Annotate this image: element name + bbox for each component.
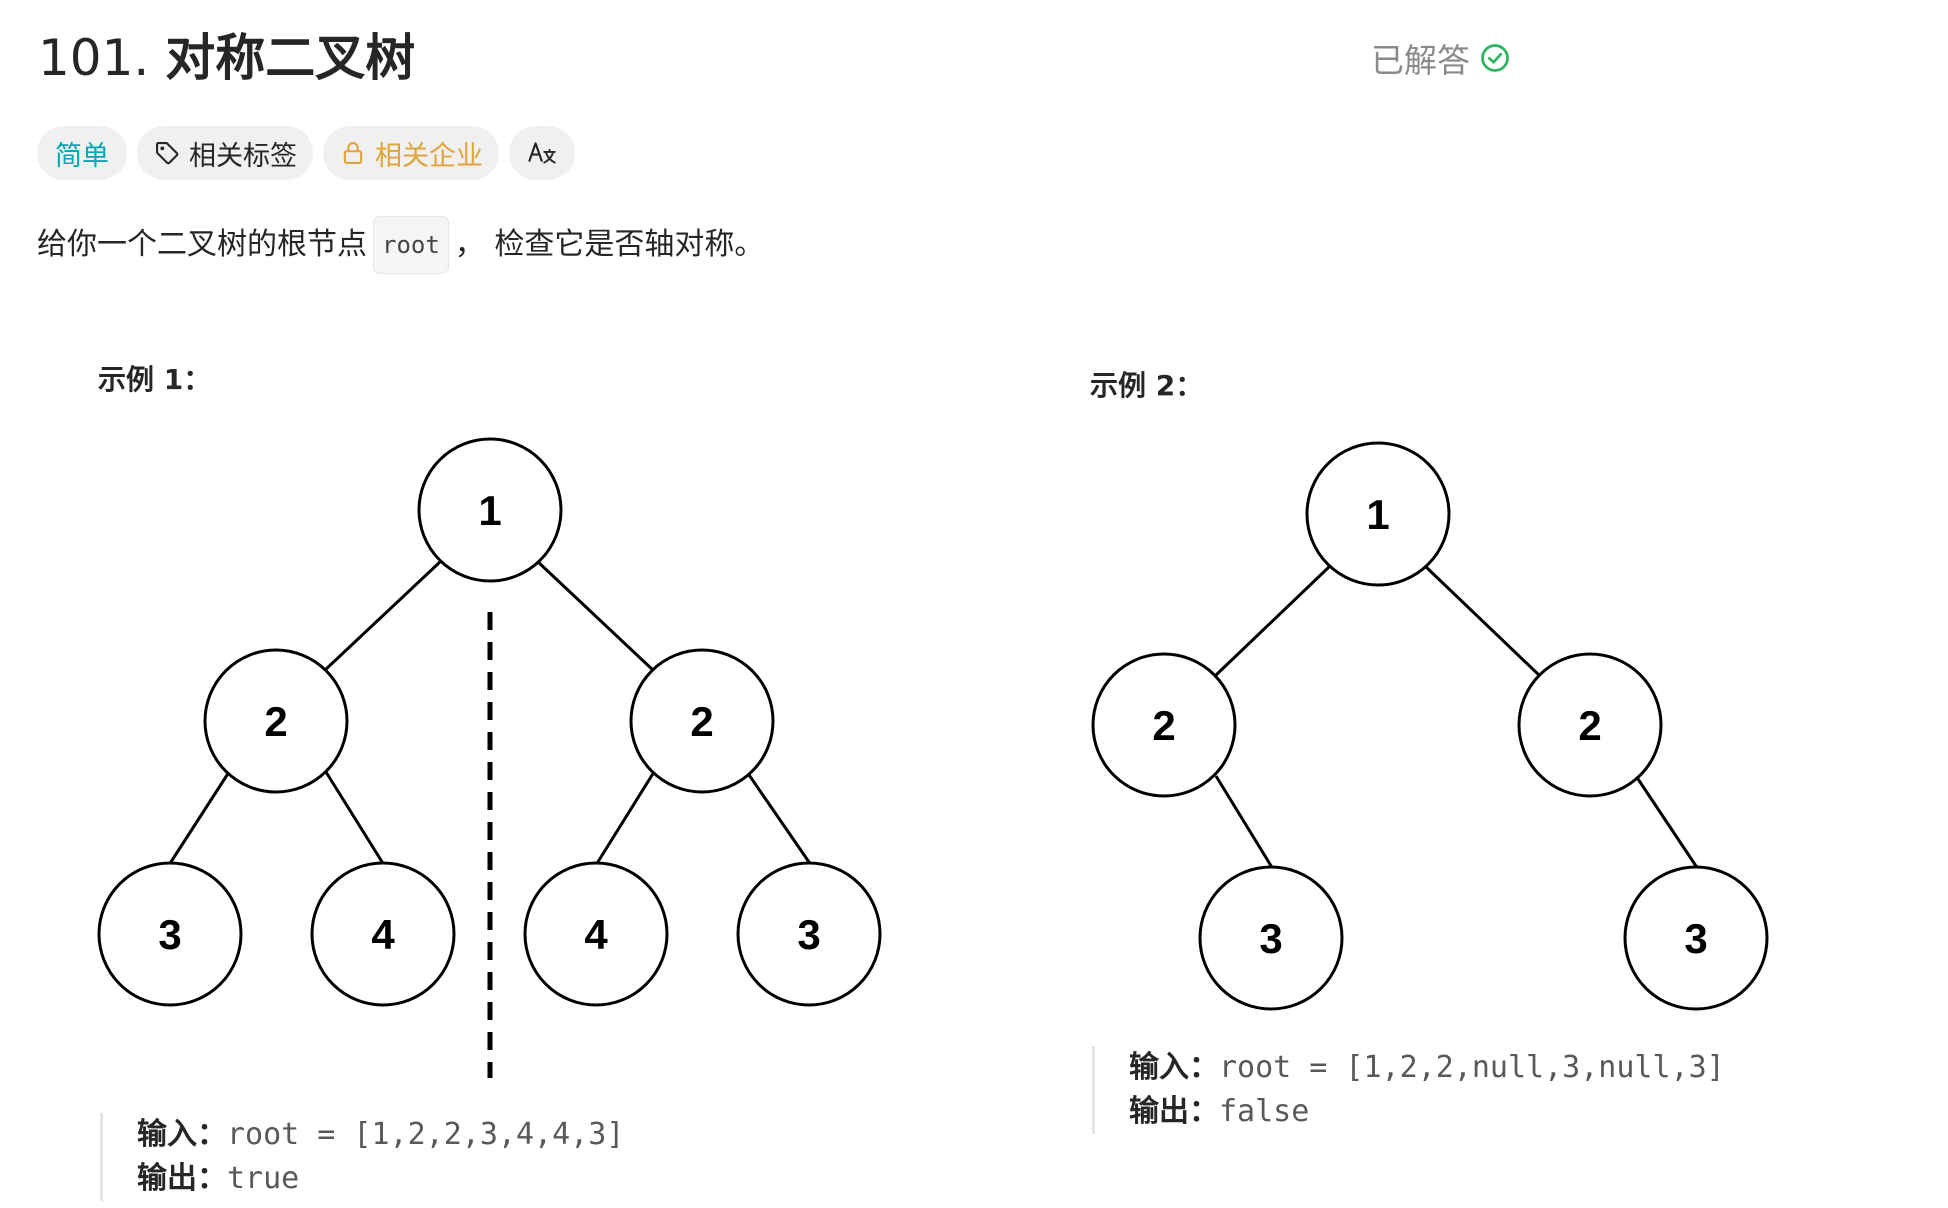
tree-node (417, 437, 563, 583)
check-circle-icon (1481, 44, 1509, 72)
example-1-node-values: 1 2 2 3 4 4 3 (158, 487, 820, 958)
output-value: false (1219, 1094, 1310, 1129)
lock-icon (343, 142, 363, 164)
tree-edge (1213, 564, 1332, 678)
tree-edge (1634, 775, 1700, 870)
tree-node (1623, 865, 1769, 1011)
node-value: 2 (264, 698, 287, 745)
example-1-io: 输入：root = [1,2,2,3,4,4,3] 输出：true (100, 1113, 624, 1201)
tree-edge (322, 559, 443, 673)
example-2-input-row: 输入：root = [1,2,2,null,3,null,3] (1129, 1046, 1725, 1090)
problem-description: 给你一个二叉树的根节点 root ， 检查它是否轴对称。 (37, 216, 764, 274)
output-label: 输出： (1129, 1094, 1219, 1129)
node-value: 4 (584, 911, 608, 958)
example-1-label: 示例 1： (98, 363, 212, 396)
problem-number: 101. (38, 29, 150, 87)
tree-node (736, 861, 882, 1007)
description-text-start: 给你一个二叉树的根节点 (37, 227, 367, 262)
node-value: 3 (797, 911, 820, 958)
input-value: root = [1,2,2,null,3,null,3] (1219, 1050, 1725, 1085)
tree-node (1091, 652, 1237, 798)
related-companies-label: 相关企业 (375, 140, 483, 172)
output-value: true (227, 1161, 300, 1196)
input-label: 输入： (137, 1117, 227, 1152)
node-value: 1 (478, 487, 501, 534)
tree-edge (535, 559, 656, 673)
solved-status-label: 已解答 (1371, 41, 1470, 80)
tree-node (1305, 441, 1451, 587)
input-label: 输入： (1129, 1050, 1219, 1085)
example-2-io: 输入：root = [1,2,2,null,3,null,3] 输出：false (1092, 1046, 1725, 1134)
example-1-input-row: 输入：root = [1,2,2,3,4,4,3] (137, 1113, 624, 1157)
description-text-end: ， 检查它是否轴对称。 (454, 227, 765, 262)
problem-title: 101. 对称二叉树 (38, 22, 415, 94)
example-2-node-values: 1 2 2 3 3 (1152, 491, 1707, 962)
node-value: 2 (690, 698, 713, 745)
tag-row: 简单 相关标签 相关企业 (37, 126, 575, 180)
difficulty-label: 简单 (55, 140, 109, 172)
tree-node (1198, 865, 1344, 1011)
node-value: 4 (371, 911, 395, 958)
node-value: 3 (158, 911, 181, 958)
tree-edge (1423, 564, 1542, 678)
tree-node (629, 648, 775, 794)
tree-edge (324, 771, 386, 866)
related-topics-button[interactable]: 相关标签 (137, 126, 313, 180)
related-companies-button[interactable]: 相关企业 (323, 126, 499, 180)
example-2-label: 示例 2： (1090, 369, 1204, 402)
tree-node (310, 861, 456, 1007)
tree-node (97, 861, 243, 1007)
node-value: 3 (1259, 915, 1282, 962)
tag-icon (156, 142, 179, 165)
node-value: 3 (1684, 915, 1707, 962)
tree-node (203, 648, 349, 794)
tree-node (523, 861, 669, 1007)
tree-edge (745, 771, 813, 866)
tree-node (1517, 652, 1663, 798)
inline-code-root: root (373, 216, 449, 274)
related-topics-label: 相关标签 (189, 140, 297, 172)
example-2-output-row: 输出：false (1129, 1090, 1725, 1134)
node-value: 1 (1366, 491, 1389, 538)
example-1-tree (97, 437, 882, 1078)
example-1-output-row: 输出：true (137, 1157, 624, 1201)
difficulty-tag[interactable]: 简单 (37, 126, 127, 180)
tree-edge (167, 771, 231, 866)
input-value: root = [1,2,2,3,4,4,3] (227, 1117, 625, 1152)
solved-status: 已解答 (1371, 34, 1510, 82)
node-value: 2 (1152, 702, 1175, 749)
translate-button[interactable] (509, 126, 575, 180)
example-2-tree (1091, 441, 1769, 1011)
translate-icon (528, 142, 556, 164)
node-value: 2 (1578, 702, 1601, 749)
tree-edge (594, 771, 656, 866)
tree-edge (1214, 775, 1275, 870)
problem-name: 对称二叉树 (165, 29, 416, 87)
output-label: 输出： (137, 1161, 227, 1196)
